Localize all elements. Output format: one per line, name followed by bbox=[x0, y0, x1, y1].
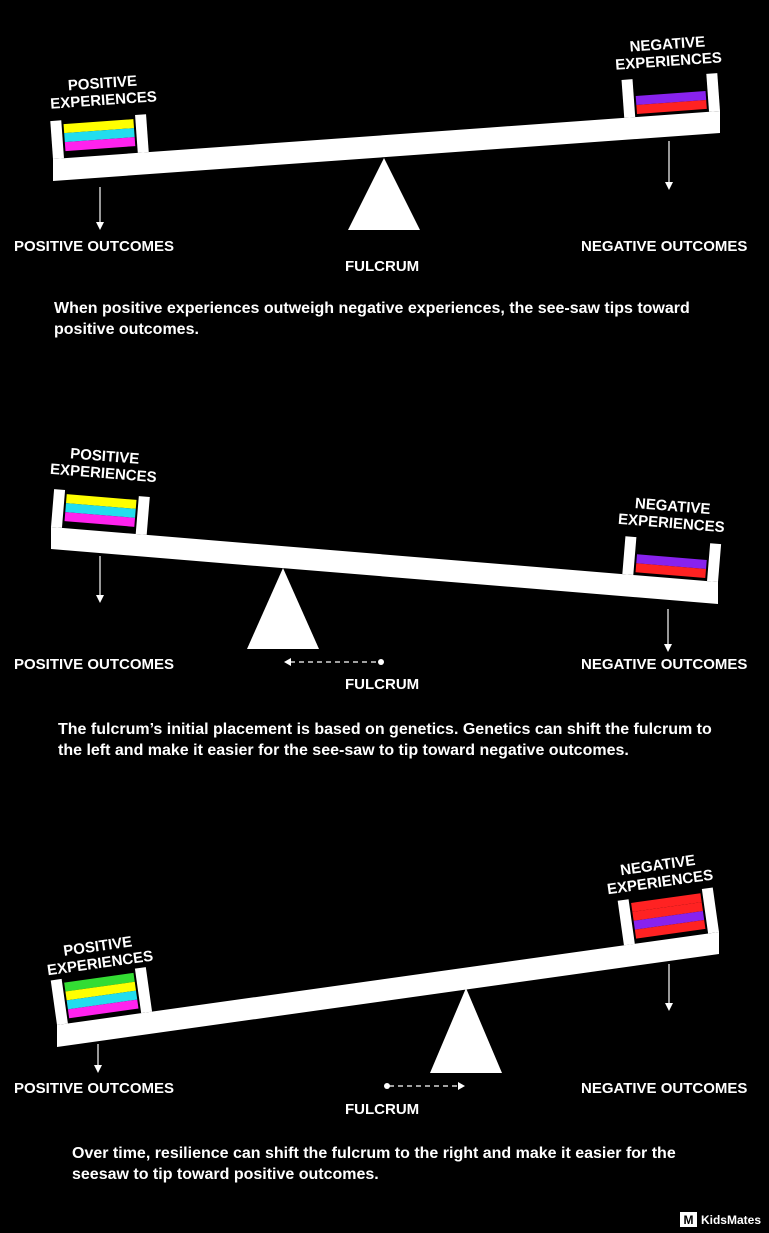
negative-block-red bbox=[631, 893, 702, 912]
negative-bucket-right-wall bbox=[707, 543, 722, 582]
seesaw-beam bbox=[57, 932, 719, 1047]
panel-2-caption: The fulcrum’s initial placement is based… bbox=[58, 721, 712, 760]
negative-bucket-right-wall bbox=[701, 887, 719, 934]
positive-bucket-left-wall bbox=[50, 978, 68, 1025]
positive-block-cyan bbox=[65, 503, 136, 518]
fulcrum-label: FULCRUM bbox=[345, 676, 420, 693]
seesaw-beam bbox=[53, 111, 720, 181]
positive-outcome-arrowhead bbox=[96, 222, 104, 230]
positive-block-magenta bbox=[67, 999, 139, 1019]
positive-outcomes-label: POSITIVE OUTCOMES bbox=[14, 1080, 175, 1097]
negative-outcome-arrowhead bbox=[665, 1003, 673, 1011]
negative-bucket-left-wall bbox=[622, 536, 637, 576]
negative-bucket-left-wall bbox=[621, 79, 636, 118]
fulcrum-shift-origin-dot bbox=[378, 659, 384, 665]
fulcrum-triangle bbox=[430, 988, 502, 1073]
fulcrum-shift-arrowhead bbox=[458, 1082, 465, 1090]
kidsmates-logo-icon: M bbox=[679, 1212, 697, 1227]
positive-outcomes-label: POSITIVE OUTCOMES bbox=[14, 656, 175, 673]
positive-block-cyan bbox=[66, 990, 138, 1010]
seesaw-panel-1: POSITIVE EXPERIENCES NEGATIVE EXPERIENCE… bbox=[0, 0, 769, 360]
positive-outcome-arrowhead bbox=[94, 1065, 102, 1073]
positive-block-yellow bbox=[65, 981, 136, 1001]
negative-outcomes-label: NEGATIVE OUTCOMES bbox=[581, 1080, 748, 1097]
negative-outcomes-label: NEGATIVE OUTCOMES bbox=[581, 656, 748, 673]
positive-block-magenta bbox=[64, 137, 136, 152]
positive-block-magenta bbox=[64, 512, 136, 527]
negative-outcome-arrowhead bbox=[664, 644, 672, 652]
seesaw-diagram-1 bbox=[50, 73, 720, 230]
negative-outcomes-label: NEGATIVE OUTCOMES bbox=[581, 238, 748, 255]
negative-block-red bbox=[635, 563, 707, 578]
negative-block-purple bbox=[636, 554, 707, 569]
fulcrum-shift-arrowhead bbox=[284, 658, 291, 666]
panel-1-caption: When positive experiences outweigh negat… bbox=[54, 300, 690, 339]
fulcrum-label: FULCRUM bbox=[345, 258, 420, 275]
panel-3-caption: Over time, resilience can shift the fulc… bbox=[72, 1145, 676, 1184]
positive-bucket-right-wall bbox=[134, 967, 153, 1014]
positive-block-green bbox=[64, 972, 135, 992]
negative-block-red bbox=[636, 99, 707, 114]
positive-bucket-right-wall bbox=[135, 496, 150, 535]
positive-outcomes-label: POSITIVE OUTCOMES bbox=[14, 238, 175, 255]
seesaw-diagram-3 bbox=[50, 887, 719, 1090]
negative-block-purple bbox=[633, 911, 705, 930]
negative-outcome-arrowhead bbox=[665, 182, 673, 190]
negative-block-red bbox=[634, 919, 706, 939]
positive-block-yellow bbox=[63, 119, 135, 134]
seesaw-panel-3: POSITIVE EXPERIENCES NEGATIVE EXPERIENCE… bbox=[0, 840, 769, 1233]
seesaw-panel-2: POSITIVE EXPERIENCES NEGATIVE EXPERIENCE… bbox=[0, 420, 769, 770]
positive-block-cyan bbox=[64, 128, 135, 143]
fulcrum-label: FULCRUM bbox=[345, 1101, 420, 1118]
negative-bucket-right-wall bbox=[706, 73, 720, 112]
seesaw-beam bbox=[51, 527, 718, 604]
seesaw-diagram-2 bbox=[51, 489, 722, 666]
kidsmates-logo-text: KidsMates bbox=[700, 1212, 761, 1227]
kidsmates-logo: M KidsMates bbox=[679, 1212, 761, 1227]
fulcrum-triangle bbox=[348, 158, 420, 230]
negative-block-red bbox=[632, 902, 703, 921]
positive-outcome-arrowhead bbox=[96, 595, 104, 603]
positive-bucket-left-wall bbox=[51, 489, 66, 528]
positive-block-yellow bbox=[66, 494, 137, 509]
fulcrum-triangle bbox=[247, 568, 319, 649]
positive-bucket-right-wall bbox=[135, 114, 149, 153]
fulcrum-shift-origin-dot bbox=[384, 1083, 390, 1089]
negative-bucket-left-wall bbox=[617, 899, 635, 946]
positive-bucket-left-wall bbox=[50, 120, 64, 159]
negative-block-purple bbox=[635, 90, 707, 105]
